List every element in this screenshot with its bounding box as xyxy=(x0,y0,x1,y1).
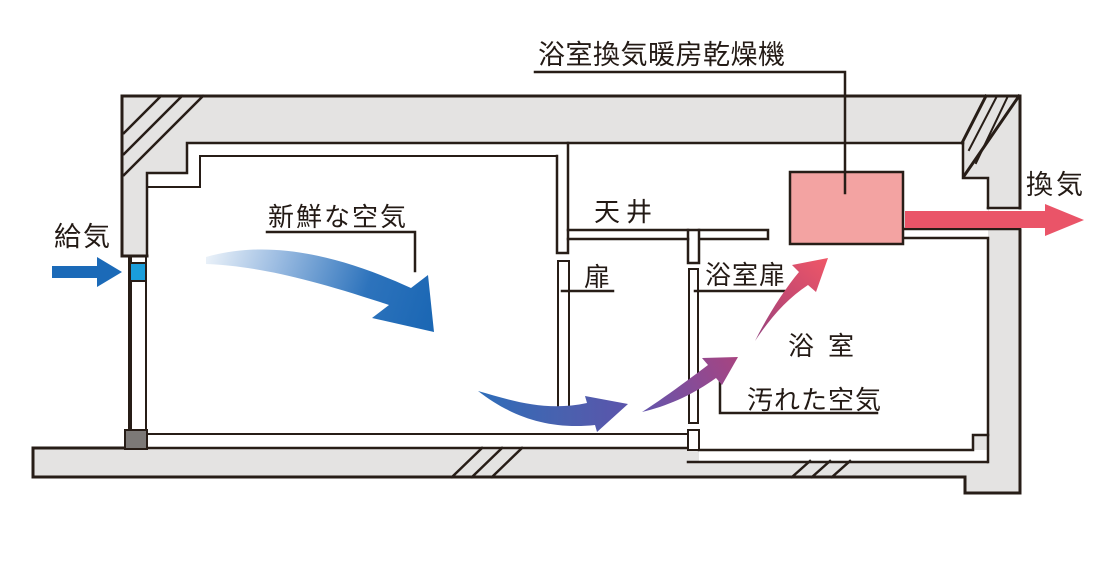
supply-vent xyxy=(129,262,147,282)
fresh-air-label: 新鮮な空気 xyxy=(268,202,408,232)
ceiling-band-and-left-column xyxy=(122,96,1020,256)
wall-section-lines xyxy=(31,93,1022,495)
to-unit-arrow xyxy=(755,258,828,341)
dirty-air-label: 汚れた空気 xyxy=(747,385,882,415)
airflow-arrows xyxy=(52,204,1084,432)
bathroom-door-label: 浴室扉 xyxy=(705,260,786,290)
bathroom-label: 浴室 xyxy=(788,331,868,361)
door-leaf xyxy=(557,260,570,417)
window-wall xyxy=(124,256,148,450)
bathroom-door-sill xyxy=(687,429,700,451)
rising-dirty-air-arrow xyxy=(642,357,738,412)
under-door-swoosh-arrow xyxy=(478,391,628,432)
label-leader-lines xyxy=(265,70,879,415)
supply-label: 給気 xyxy=(54,222,112,252)
door-label: 扉 xyxy=(584,262,610,292)
ceiling-label: 天井 xyxy=(594,197,658,227)
diagram-labels: 浴室換気暖房乾燥機 換気 給気 新鮮な空気 天井 扉 浴室扉 浴室 汚れた空気 xyxy=(54,40,1086,415)
exhaust-arrow xyxy=(905,204,1084,236)
ventilation-unit-box xyxy=(788,170,905,246)
window-sill-block xyxy=(124,429,148,450)
unit-label: 浴室換気暖房乾燥機 xyxy=(538,40,786,70)
bathroom-door-leaf xyxy=(688,268,699,424)
exhaust-label: 換気 xyxy=(1026,170,1086,200)
floor-slab xyxy=(33,448,1020,493)
supply-arrow xyxy=(52,257,122,287)
fresh-air-swoosh-arrow xyxy=(206,249,434,332)
right-wall xyxy=(963,143,1020,462)
